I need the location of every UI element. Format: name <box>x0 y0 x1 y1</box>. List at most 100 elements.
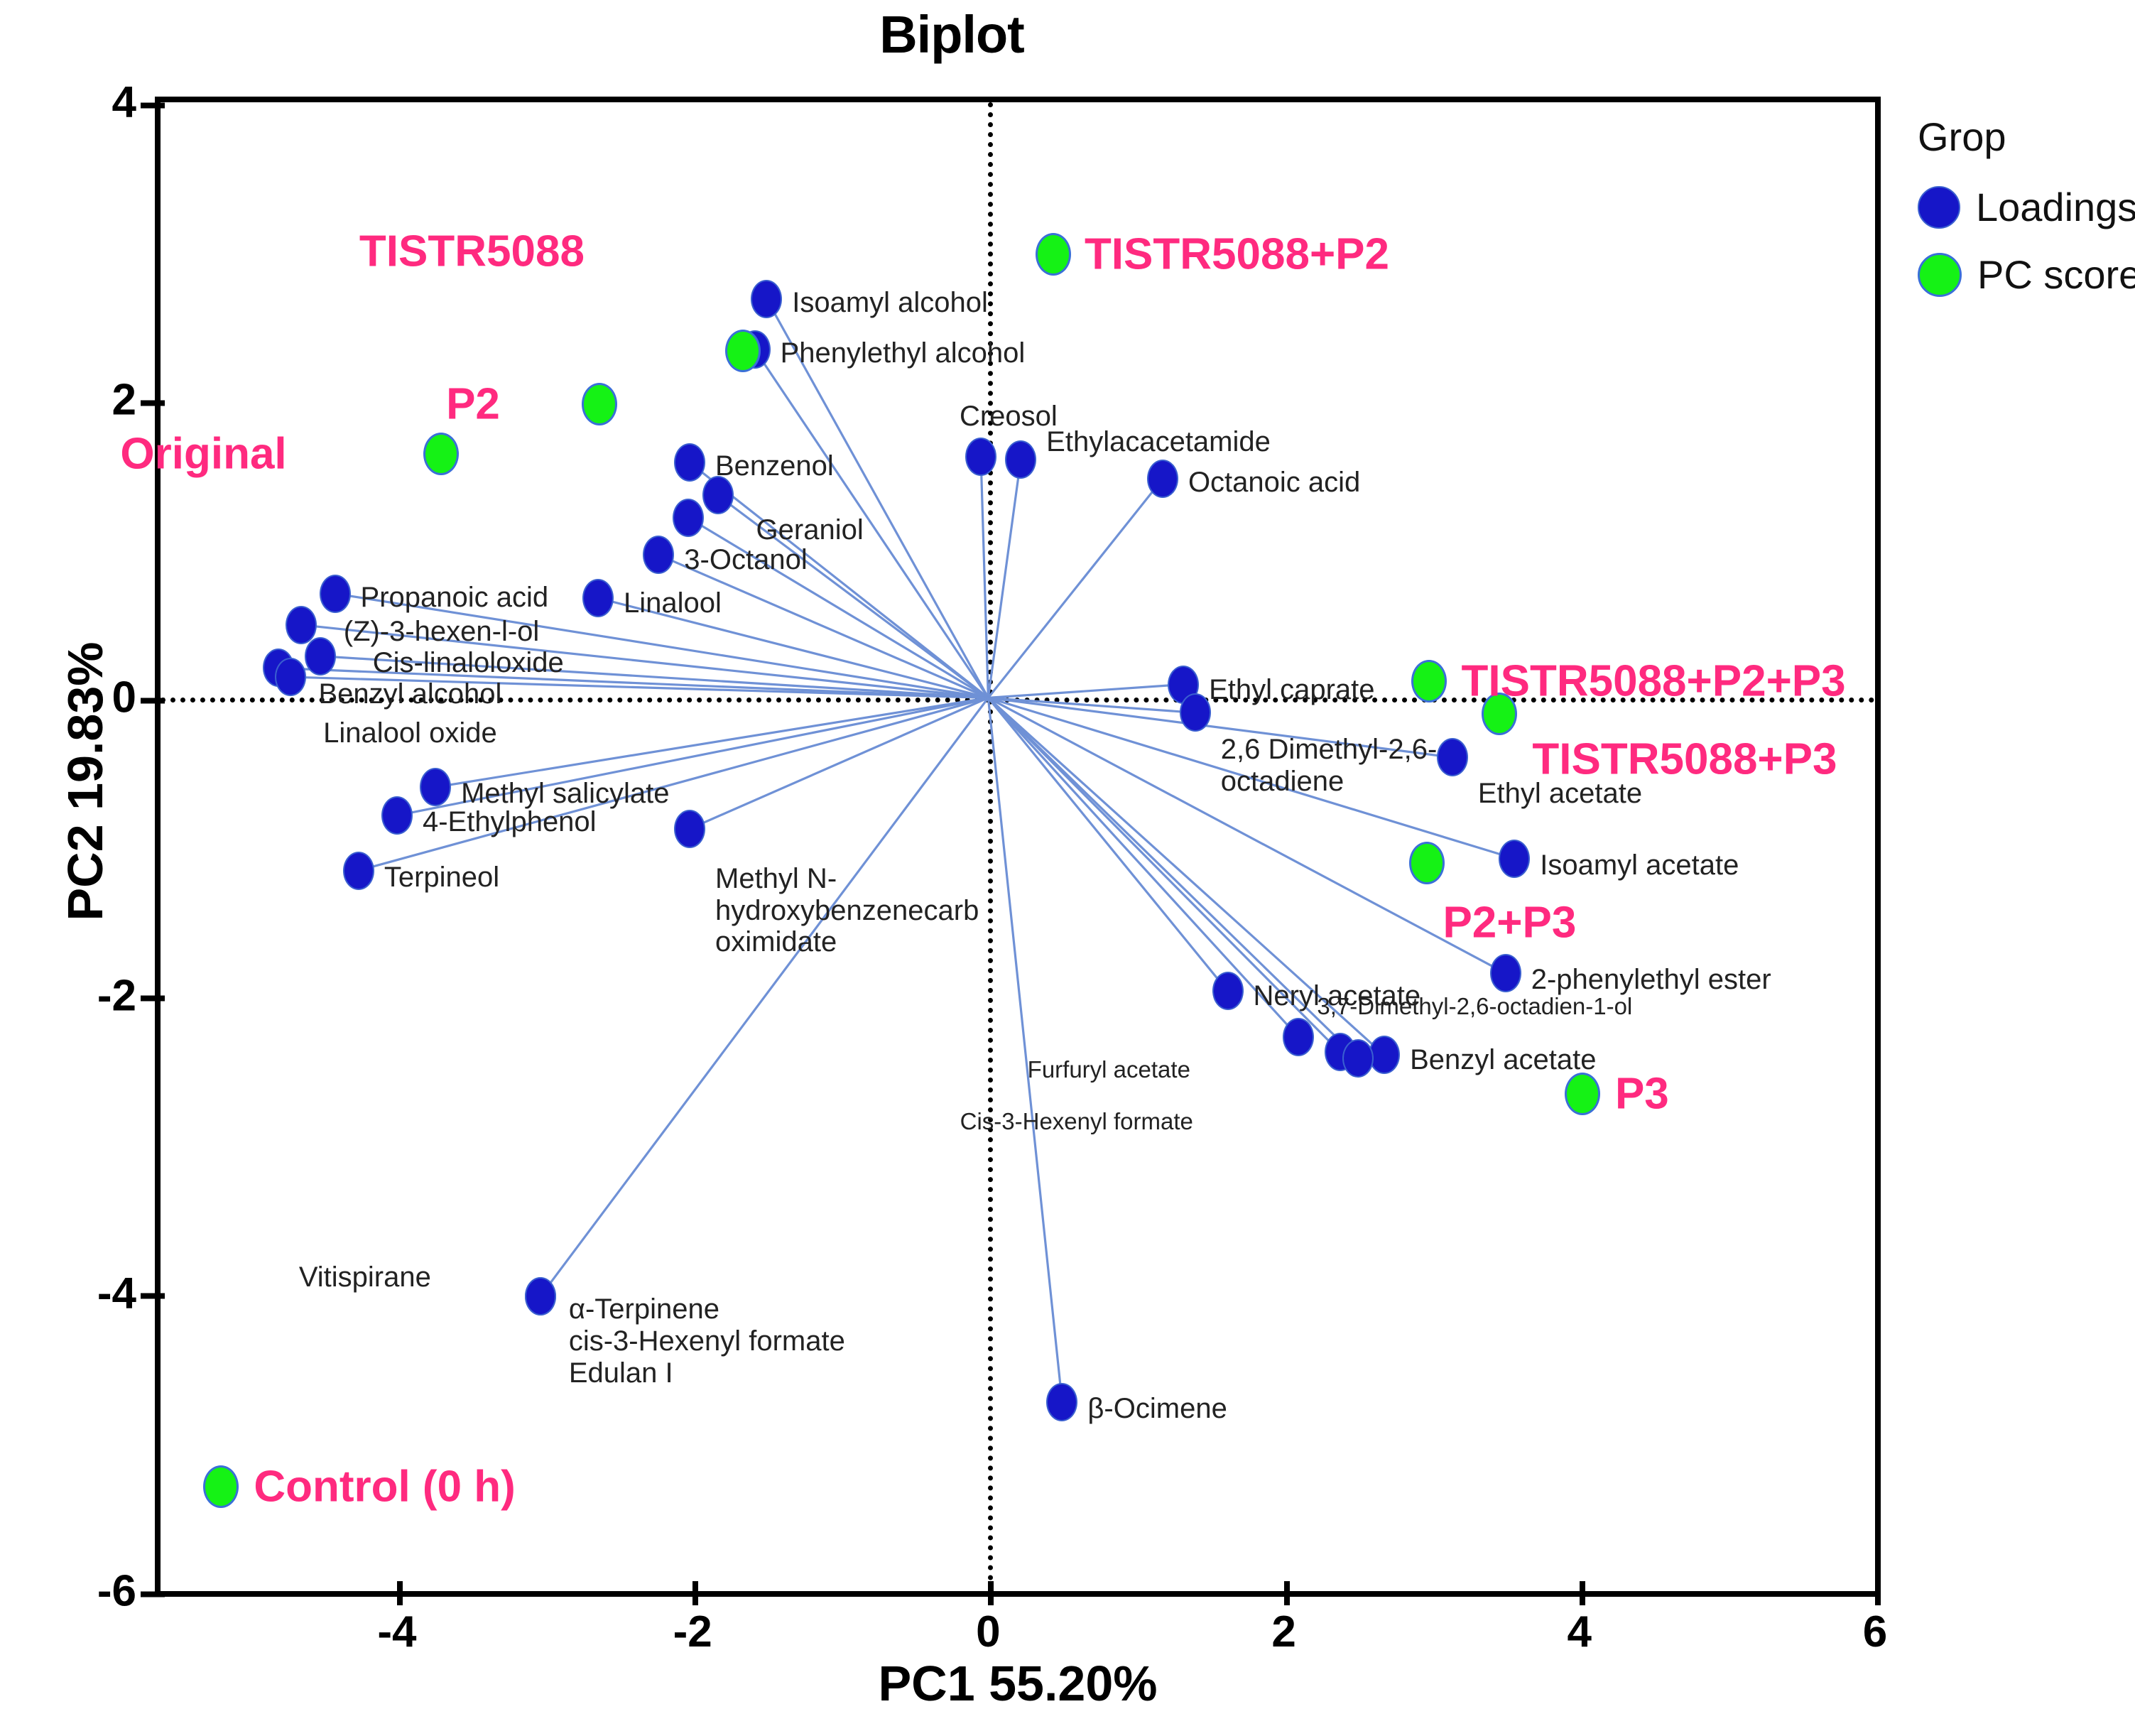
loading-point-label: Creosol <box>959 400 1058 432</box>
loading-point-marker[interactable] <box>1499 839 1531 878</box>
loading-point-label: Furfuryl acetate <box>1027 1056 1190 1083</box>
x-tick-label: -4 <box>340 1581 454 1657</box>
x-tick-mark <box>1875 1581 1881 1605</box>
loading-point-label: Propanoic acid <box>360 581 549 613</box>
score-point-marker[interactable] <box>724 330 761 373</box>
legend: Grop Loadings PC scores <box>1918 114 2135 319</box>
x-tick-label: 6 <box>1818 1581 1932 1657</box>
loading-point-label: Terpineol <box>384 861 500 893</box>
x-tick-mark <box>692 1581 699 1605</box>
score-point-label: TISTR5088+P3 <box>1532 734 1837 784</box>
x-tick-label: 0 <box>931 1581 1045 1657</box>
x-tick-mark <box>988 1581 994 1605</box>
x-tick-label: 2 <box>1227 1581 1341 1657</box>
score-point-marker[interactable] <box>1564 1072 1600 1115</box>
y-tick-label: -6 <box>30 1566 165 1617</box>
legend-item-pc-scores[interactable]: PC scores <box>1918 251 2135 298</box>
score-point-label: TISTR5088+P2+P3 <box>1461 656 1846 706</box>
loading-point-label: Cis-linaloloxide <box>372 646 564 678</box>
loading-point-label: β-Ocimene <box>1087 1392 1227 1424</box>
y-tick-label: 4 <box>30 77 165 128</box>
score-point-marker[interactable] <box>1409 842 1445 885</box>
loading-point-label: Ethyl caprate <box>1209 673 1375 705</box>
score-point-label: Control (0 h) <box>254 1462 516 1512</box>
legend-label-loadings: Loadings <box>1976 185 2135 229</box>
loading-point-marker[interactable] <box>1212 972 1244 1011</box>
loading-point-marker[interactable] <box>674 809 705 848</box>
loading-point-marker[interactable] <box>1005 440 1037 479</box>
loading-point-marker[interactable] <box>643 536 675 575</box>
loading-point-marker[interactable] <box>702 476 734 515</box>
score-point-label: TISTR5088 <box>359 227 585 276</box>
legend-label-pc-scores: PC scores <box>1977 252 2135 297</box>
score-point-marker[interactable] <box>423 432 460 475</box>
x-tick-mark <box>396 1581 403 1605</box>
y-tick-label: 2 <box>30 375 165 425</box>
loading-point-marker[interactable] <box>304 636 336 676</box>
loading-point-label: 4-Ethylphenol <box>422 805 597 837</box>
legend-item-loadings[interactable]: Loadings <box>1918 184 2135 230</box>
loading-point-label: (Z)-3-hexen-l-ol <box>343 615 540 647</box>
loading-point-label: Vitispirane <box>298 1261 431 1293</box>
loading-point-label: Benzyl acetate <box>1410 1044 1597 1076</box>
loading-point-marker[interactable] <box>1342 1038 1374 1078</box>
y-tick-mark <box>141 995 165 1002</box>
loading-point-label: Octanoic acid <box>1188 467 1361 499</box>
loading-point-marker[interactable] <box>420 768 452 807</box>
loading-vectors <box>161 102 1875 1591</box>
loading-point-marker[interactable] <box>965 437 996 476</box>
loading-point-label: Ethylacacetamide <box>1046 426 1271 458</box>
loading-point-label: Isoamyl alcohol <box>792 286 988 318</box>
y-tick-mark <box>141 102 165 108</box>
loading-point-label: Geraniol <box>756 514 864 546</box>
score-point-marker[interactable] <box>582 383 618 426</box>
loading-point-label: Methyl N- hydroxybenzenecarb oximidate <box>715 862 979 958</box>
x-tick-mark <box>1283 1581 1290 1605</box>
y-tick-label: 0 <box>30 673 165 723</box>
legend-marker-pc-scores-icon <box>1918 252 1962 297</box>
x-tick-mark <box>1579 1581 1585 1605</box>
loading-point-label: Cis-3-Hexenyl formate <box>960 1107 1193 1134</box>
score-point-marker[interactable] <box>1035 232 1071 276</box>
chart-title: Biplot <box>879 5 1025 64</box>
score-point-label: TISTR5088+P2 <box>1084 229 1390 279</box>
loading-point-marker[interactable] <box>1489 954 1521 993</box>
loading-point-label: α-Terpinene cis-3-Hexenyl formate Edulan… <box>568 1293 845 1389</box>
loading-point-marker[interactable] <box>319 574 351 613</box>
loading-point-label: 3,7-Dimethyl-2,6-octadien-1-ol <box>1317 993 1633 1020</box>
score-point-label: P3 <box>1614 1069 1669 1119</box>
loading-point-label: Methyl salicylate <box>461 778 670 810</box>
loading-point-marker[interactable] <box>1369 1036 1401 1075</box>
loading-point-marker[interactable] <box>524 1276 556 1315</box>
score-point-marker[interactable] <box>1411 660 1447 703</box>
loading-point-label: Linalool oxide <box>323 717 497 749</box>
y-tick-mark <box>141 698 165 704</box>
legend-marker-loadings-icon <box>1918 185 1960 229</box>
x-tick-label: -2 <box>636 1581 749 1657</box>
loading-point-marker[interactable] <box>751 279 783 318</box>
loading-point-marker[interactable] <box>381 796 413 835</box>
score-point-marker[interactable] <box>203 1465 239 1509</box>
loading-point-marker[interactable] <box>1283 1018 1315 1057</box>
loading-point-marker[interactable] <box>1146 460 1178 499</box>
loading-point-marker[interactable] <box>1179 693 1211 732</box>
zero-line-vertical <box>988 102 994 1591</box>
loading-point-label: 3-Octanol <box>684 544 808 576</box>
loading-point-marker[interactable] <box>1436 738 1468 777</box>
loading-point-label: Phenylethyl alcohol <box>780 337 1026 369</box>
loading-point-label: Isoamyl acetate <box>1540 849 1739 881</box>
score-point-label: P2+P3 <box>1443 898 1577 948</box>
loading-point-marker[interactable] <box>342 851 374 890</box>
loading-point-label: Linalool <box>623 587 722 619</box>
loading-point-label: 2,6 Dimethyl-2,6- octadiene <box>1220 734 1438 798</box>
loading-point-marker[interactable] <box>672 498 704 537</box>
score-point-label: Original <box>120 429 287 479</box>
loading-point-marker[interactable] <box>1046 1382 1078 1421</box>
loading-point-marker[interactable] <box>275 658 307 697</box>
loading-point-label: Benzenol <box>715 450 834 482</box>
loading-point-marker[interactable] <box>285 605 317 644</box>
loading-point-marker[interactable] <box>582 578 614 617</box>
loading-point-marker[interactable] <box>674 443 705 482</box>
